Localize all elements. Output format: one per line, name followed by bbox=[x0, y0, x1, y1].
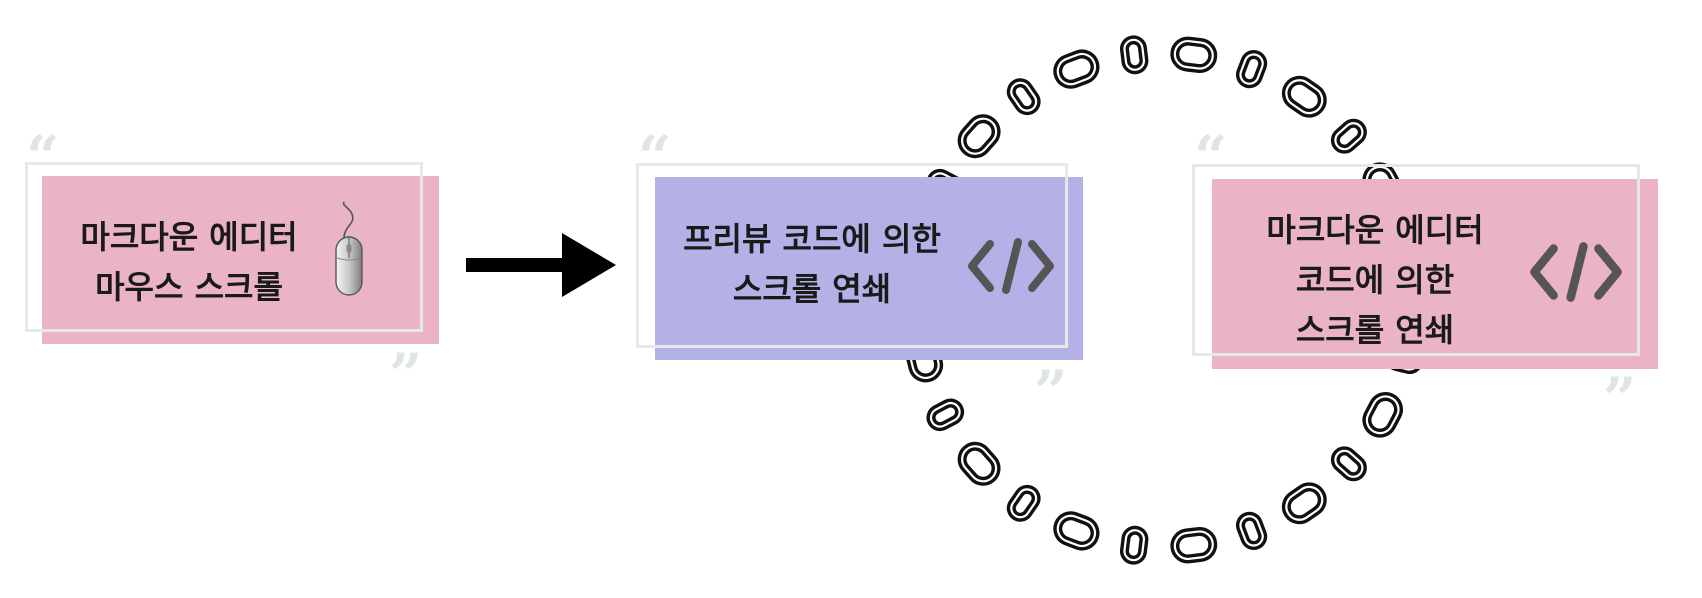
chain-link bbox=[1170, 36, 1218, 74]
chain-link bbox=[957, 441, 1001, 486]
chain-link bbox=[957, 114, 1001, 159]
chain-link bbox=[1119, 525, 1149, 565]
chain-link bbox=[1281, 75, 1327, 118]
chain-link bbox=[1281, 482, 1327, 525]
chain-link bbox=[926, 398, 965, 432]
card-frame bbox=[25, 162, 423, 332]
chain-link bbox=[1053, 511, 1100, 551]
chain-link bbox=[1330, 446, 1367, 482]
code-icon bbox=[968, 238, 1054, 294]
card-frame bbox=[1192, 164, 1640, 356]
card-label-line: 마크다운 에디터 bbox=[80, 218, 298, 256]
code-icon bbox=[1530, 242, 1622, 302]
card-fill bbox=[42, 176, 439, 344]
card-label: 프리뷰 코드에 의한 스크롤 연쇄 bbox=[666, 214, 958, 314]
chain-link bbox=[1330, 118, 1367, 154]
card-label: 마크다운 에디터 코드에 의한 스크롤 연쇄 bbox=[1240, 205, 1510, 355]
chain-link bbox=[1053, 49, 1100, 89]
card-frame bbox=[636, 163, 1068, 348]
card-label-line: 스크롤 연쇄 bbox=[1295, 311, 1455, 349]
close-quote: ” bbox=[1034, 358, 1068, 426]
card-fill bbox=[1212, 179, 1658, 369]
open-quote: “ bbox=[1194, 123, 1228, 191]
chain-link bbox=[1170, 526, 1218, 564]
close-quote: ” bbox=[389, 341, 423, 409]
card-label-line: 프리뷰 코드에 의한 bbox=[683, 220, 941, 258]
chain-link bbox=[1362, 391, 1403, 438]
open-quote: “ bbox=[26, 123, 60, 191]
open-quote: “ bbox=[638, 123, 672, 191]
card-label-line: 스크롤 연쇄 bbox=[732, 270, 892, 308]
card-label: 마크다운 에디터 마우스 스크롤 bbox=[58, 212, 320, 312]
chain-link bbox=[1006, 484, 1041, 522]
chain-link bbox=[1006, 78, 1041, 116]
close-quote: ” bbox=[1603, 365, 1637, 433]
chain-link bbox=[1119, 35, 1149, 75]
card-label-line: 코드에 의한 bbox=[1295, 261, 1455, 299]
card-label-line: 마크다운 에디터 bbox=[1266, 211, 1484, 249]
card-label-line: 마우스 스크롤 bbox=[95, 268, 283, 306]
chain-link bbox=[1235, 511, 1268, 551]
chain-link bbox=[1235, 49, 1268, 89]
mouse-icon bbox=[335, 201, 363, 296]
